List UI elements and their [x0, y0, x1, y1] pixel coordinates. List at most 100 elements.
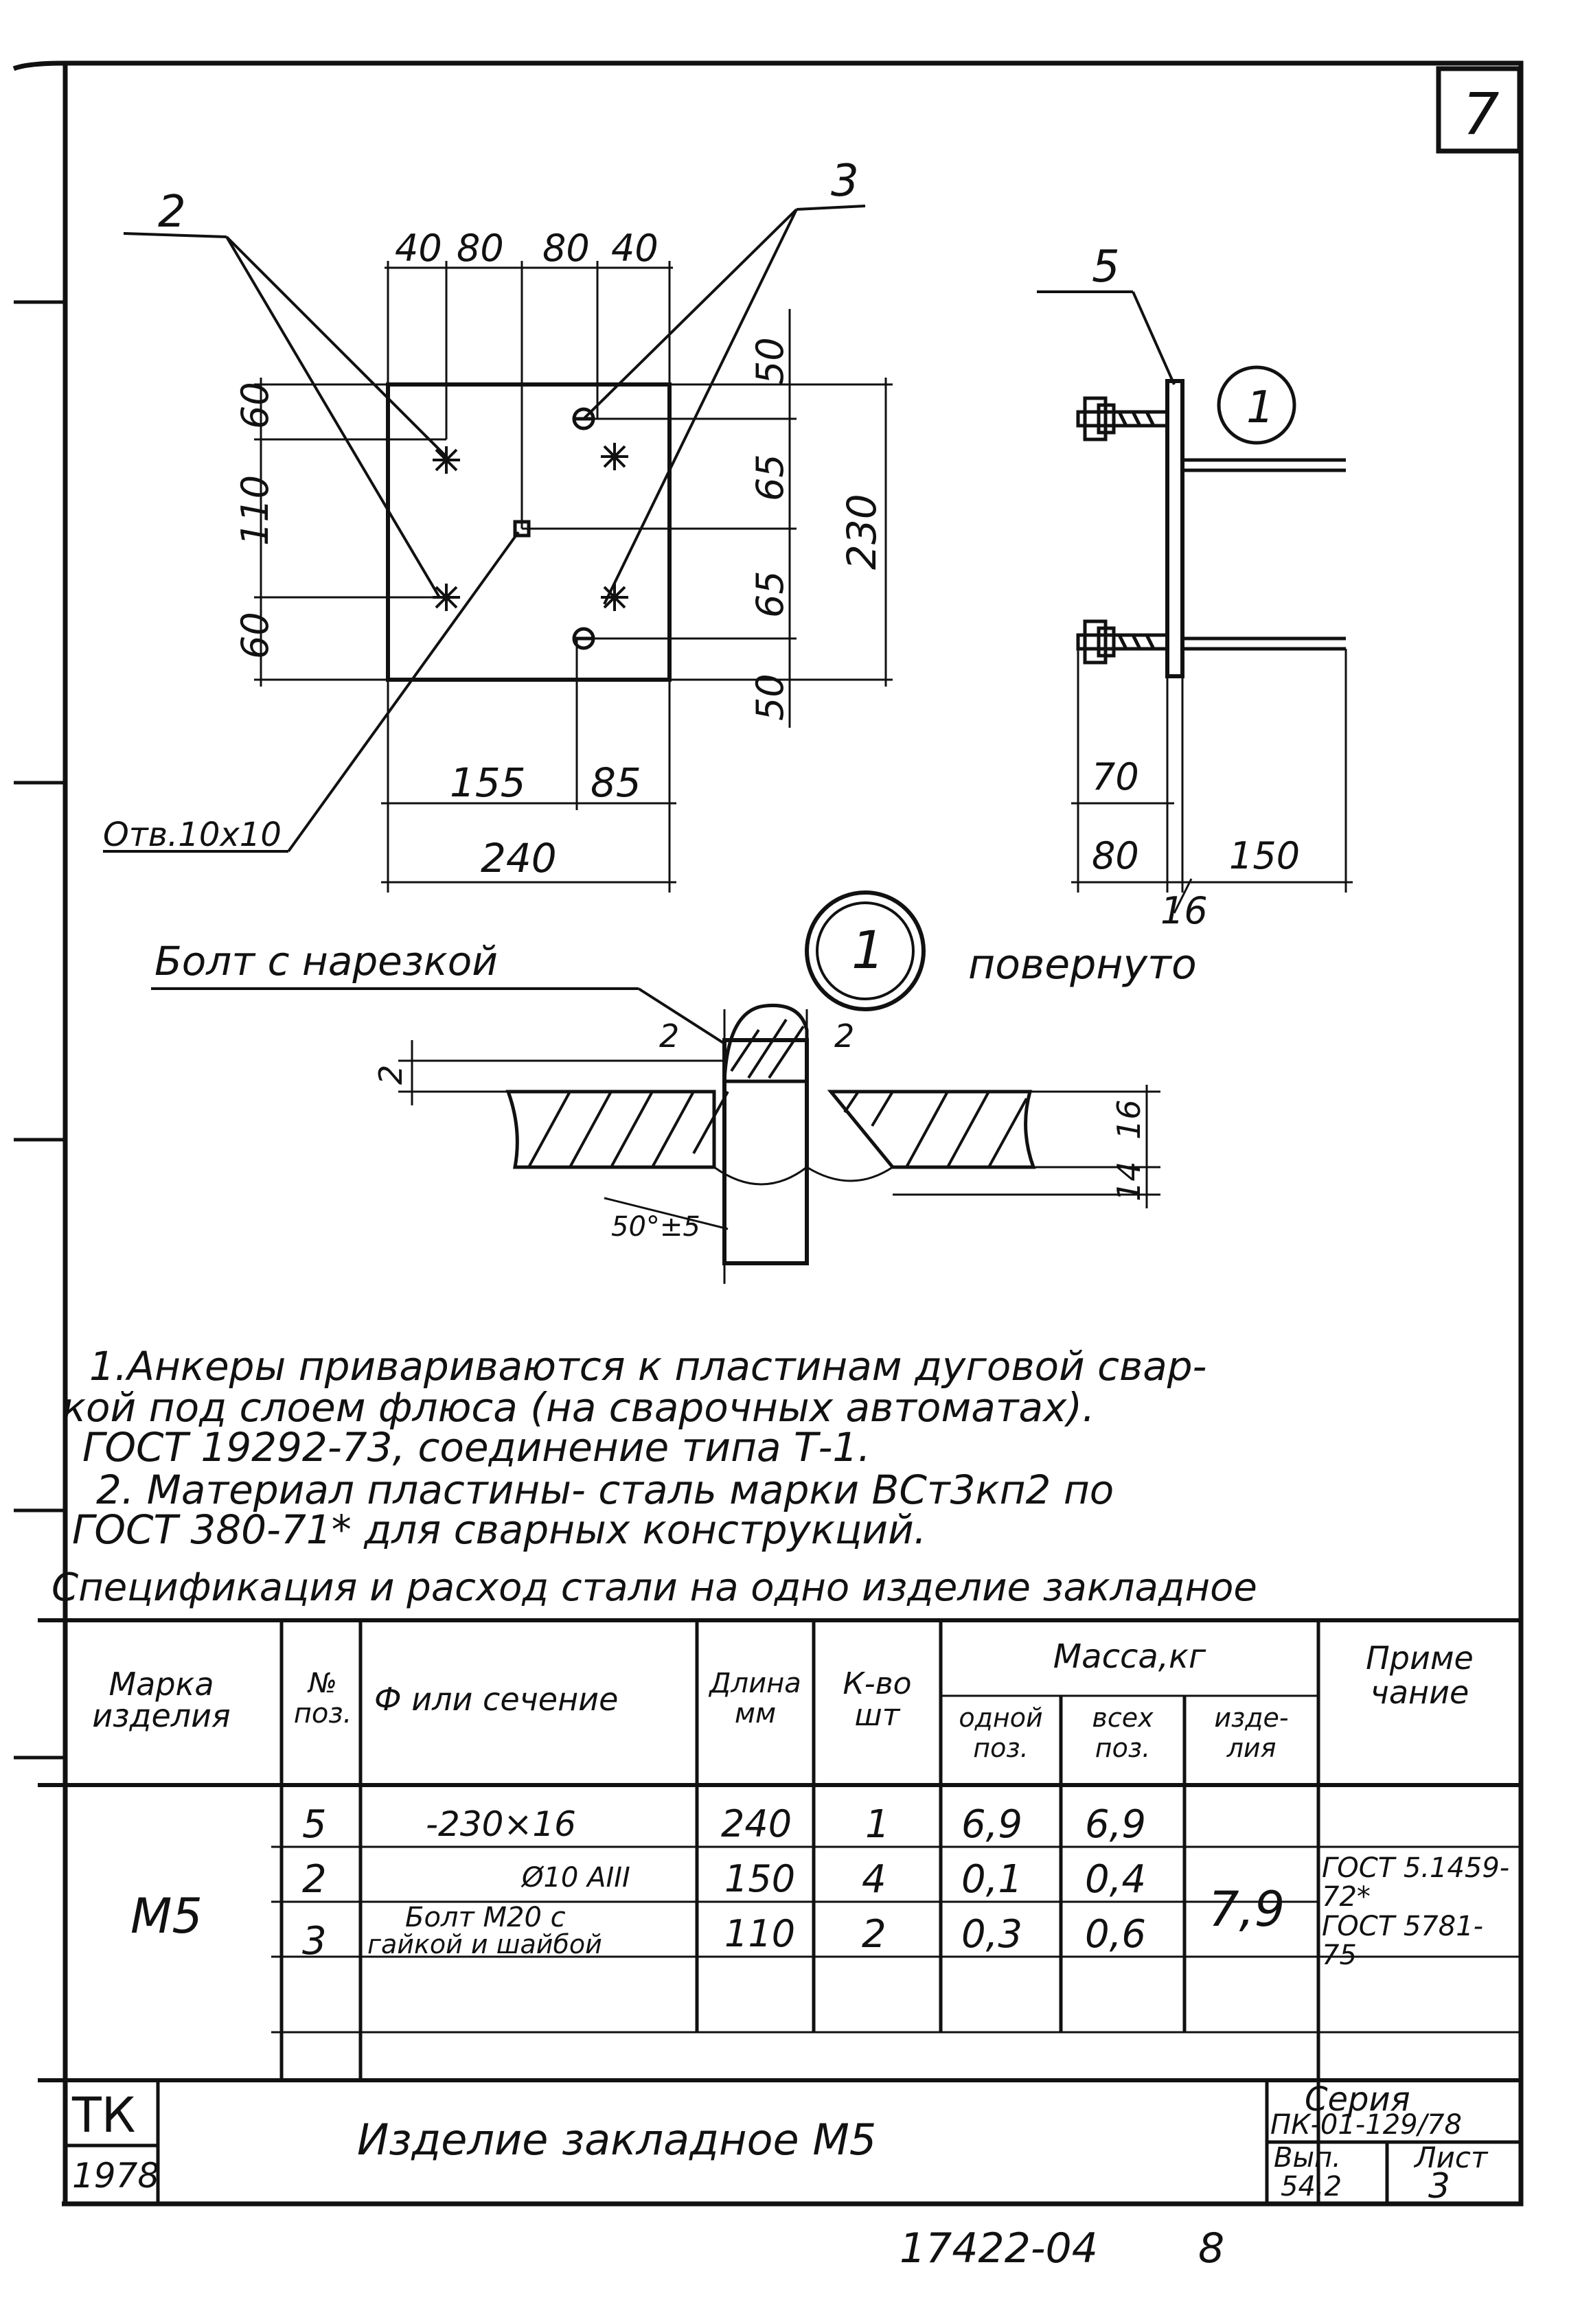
row-pos: 3 — [302, 1919, 327, 1964]
row-mass-all: 0,6 — [1085, 1912, 1147, 1957]
header-note-line: чание — [1370, 1674, 1469, 1711]
header-length: Длина мм — [704, 1668, 807, 1729]
dim-width-total: 240 — [481, 835, 557, 882]
row-note: ГОСТ 5781-75 — [1322, 1911, 1484, 1971]
corner-number: 7 — [1463, 80, 1499, 148]
row-mass-one: 0,3 — [961, 1912, 1023, 1957]
header-qty-line: шт — [854, 1698, 900, 1733]
dim-top: 40 — [611, 227, 659, 270]
note-line: 1.Анкеры привариваются к пластинам дугов… — [89, 1343, 1207, 1390]
header-mass-all-line: всех — [1092, 1703, 1154, 1733]
dim-top-offset: 2 — [372, 1065, 409, 1085]
detail-callout-number: 1 — [1246, 382, 1274, 433]
dim-depth: 14 — [1110, 1161, 1147, 1201]
plate-view — [103, 205, 893, 893]
side-view — [1037, 290, 1353, 914]
row-length: 240 — [721, 1802, 792, 1845]
header-mark: Марка изделия — [62, 1668, 261, 1732]
stamp-sheet-label: Лист — [1415, 2141, 1488, 2174]
dim-side: 80 — [1092, 834, 1139, 877]
header-section: Ф или сечение — [374, 1681, 619, 1718]
dim-bottom: 85 — [591, 759, 641, 806]
row-length: 110 — [724, 1912, 796, 1955]
dim-right: 65 — [748, 454, 792, 501]
note-line: ГОСТ 19292-73, соединение типа Т-1. — [82, 1424, 871, 1471]
note-line: ГОСТ 380-71* для сварных конструкций. — [72, 1506, 927, 1553]
header-length-line: мм — [734, 1698, 777, 1729]
stamp-sheet-no: 3 — [1428, 2166, 1450, 2206]
header-mass: Масса,кг — [1053, 1637, 1206, 1676]
header-pos: № поз. — [288, 1668, 357, 1729]
note-line: кой под слоем флюса (на сварочных автома… — [62, 1384, 1095, 1431]
bottom-page: 8 — [1198, 2224, 1225, 2273]
header-mass-item-line: изде- — [1214, 1703, 1289, 1733]
row-mass-one: 0,1 — [961, 1857, 1023, 1902]
header-mark-line: изделия — [92, 1697, 231, 1734]
product-mark: М5 — [130, 1888, 203, 1944]
plate-outline — [386, 382, 672, 682]
leader-label-anchor: 2 — [158, 187, 186, 238]
dim-height-total: 230 — [838, 494, 885, 570]
dim-bottom: 155 — [450, 759, 526, 806]
dim-left: 60 — [233, 612, 277, 659]
row-length: 150 — [724, 1857, 796, 1900]
row-section: Болт М20 с — [405, 1902, 566, 1933]
header-mark-line: Марка — [108, 1666, 214, 1703]
row-mass-all: 6,9 — [1085, 1802, 1147, 1847]
dim-left: 60 — [233, 382, 277, 429]
detail-rotated-label: повернуто — [968, 941, 1197, 989]
dim-top: 80 — [457, 227, 504, 270]
stamp-year: 1978 — [72, 2156, 160, 2196]
header-mass-all: всех поз. — [1064, 1703, 1181, 1763]
header-mass-one-line: одной — [959, 1703, 1043, 1733]
header-mass-item-line: лия — [1226, 1733, 1276, 1763]
dim-top: 80 — [542, 227, 590, 270]
header-mass-one-line: поз. — [973, 1733, 1029, 1763]
leader-label-plate: 5 — [1092, 242, 1120, 292]
row-pos: 5 — [302, 1802, 327, 1847]
header-qty: К-во шт — [821, 1668, 934, 1732]
row-pos: 2 — [302, 1857, 327, 1902]
header-qty-line: К-во — [843, 1666, 912, 1701]
leader-label-bolt: 3 — [831, 156, 859, 207]
row-section-line2: гайкой и шайбой — [367, 1929, 602, 1959]
spec-table-grid — [38, 1618, 1521, 2204]
stamp-issue: 54.2 — [1281, 2171, 1342, 2202]
dim-right: 50 — [748, 337, 792, 384]
dim-left: 110 — [233, 475, 277, 546]
stamp-issue-label: Вып. — [1274, 2142, 1341, 2174]
left-margin-marks — [14, 300, 65, 1760]
header-pos-line: № — [308, 1668, 337, 1699]
product-total-mass: 7,9 — [1209, 1881, 1285, 1937]
row-mass-all: 0,4 — [1085, 1857, 1147, 1902]
stamp-series: ПК-01-129/78 — [1270, 2109, 1462, 2141]
header-pos-line: поз. — [293, 1698, 352, 1729]
header-note: Приме чание — [1322, 1641, 1518, 1710]
detail-callout-circle — [1217, 365, 1296, 445]
stamp-series-label: Серия — [1305, 2080, 1410, 2119]
dim-side: 150 — [1229, 834, 1300, 877]
dim-gap-left: 2 — [659, 1017, 679, 1055]
hole-label: Отв.10х10 — [103, 816, 282, 854]
row-mass-one: 6,9 — [961, 1802, 1023, 1847]
detail-callout-number: 1 — [851, 919, 884, 980]
dim-angle: 50°±5 — [611, 1211, 700, 1243]
stamp-org: ТК — [72, 2087, 136, 2143]
row-section: Ø10 АIII — [522, 1862, 630, 1894]
note-line: 2. Материал пластины- сталь марки ВСт3кп… — [96, 1466, 1114, 1513]
header-mass-all-line: поз. — [1095, 1733, 1151, 1763]
dim-thickness: 16 — [1160, 889, 1208, 932]
header-mass-item: изде- лия — [1188, 1703, 1315, 1763]
dim-gap-right: 2 — [834, 1017, 854, 1055]
row-qty: 2 — [862, 1912, 886, 1957]
header-note-line: Приме — [1366, 1640, 1474, 1677]
square-hole — [513, 520, 531, 538]
header-mass-one: одной поз. — [944, 1703, 1057, 1763]
dim-right: 50 — [748, 674, 792, 721]
dim-top: 40 — [395, 227, 442, 270]
stamp-title: Изделие закладное М5 — [357, 2115, 877, 2165]
weld-mark — [433, 443, 628, 611]
row-qty: 1 — [865, 1802, 890, 1847]
bolt-label: Болт с нарезкой — [154, 938, 498, 985]
